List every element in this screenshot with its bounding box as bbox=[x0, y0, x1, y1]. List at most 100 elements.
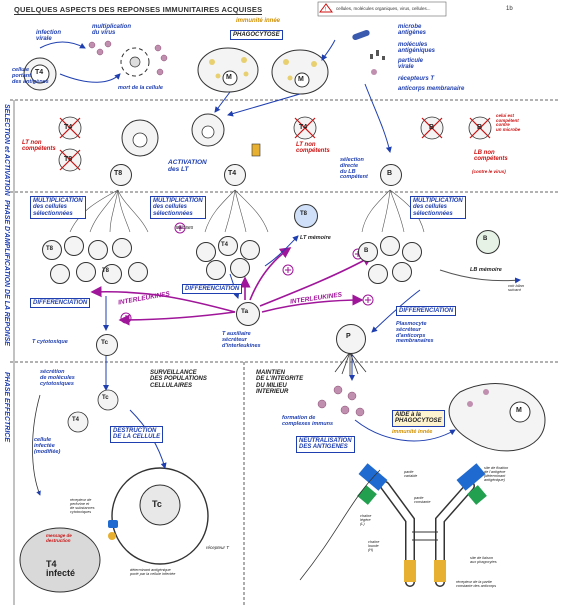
label-multiplication-right: MULTIPLICATION des cellules sélectionnée… bbox=[410, 196, 466, 219]
label-chaine-lourde: chaîne lourde (H) bbox=[368, 540, 380, 552]
label-multiplication-left: MULTIPLICATION des cellules sélectionnée… bbox=[30, 196, 86, 219]
label-infection: infection virale bbox=[36, 30, 61, 43]
cell-t8-selected-label: T8 bbox=[114, 170, 123, 177]
dying-cell bbox=[120, 47, 150, 77]
label-immunite-innee-2: immunité innée bbox=[392, 429, 433, 435]
cell-b-selected bbox=[380, 164, 402, 186]
label-aide: AIDE à la PHAGOCYTOSE bbox=[392, 410, 445, 427]
macrophage-right bbox=[271, 49, 329, 95]
t8-memoire-cell bbox=[294, 204, 318, 228]
cell-m-right: M bbox=[298, 76, 304, 83]
lt-non-competent-right bbox=[293, 116, 317, 140]
cell-t4-top: T4 bbox=[35, 69, 44, 76]
tc-small bbox=[97, 389, 119, 411]
cell-t4-selected bbox=[224, 164, 246, 186]
t8-cluster bbox=[40, 236, 160, 290]
arrow-apc-left bbox=[214, 91, 231, 113]
fan-left bbox=[69, 189, 149, 233]
lt-non-competent-left bbox=[58, 116, 82, 172]
arrow-to-phagocyte bbox=[321, 39, 336, 61]
arrow-infection bbox=[39, 41, 86, 49]
infected-cell-small bbox=[67, 411, 89, 433]
label-neutralisation: NEUTRALISATION DES ANTIGENES bbox=[296, 436, 355, 453]
label-secretion: sécrétion de molécules cytotoxiques bbox=[40, 369, 75, 387]
m-effect-label: M bbox=[516, 407, 522, 414]
label-phagocytose: PHAGOCYTOSE bbox=[230, 30, 283, 41]
t4-cluster-label: T4 bbox=[221, 242, 229, 248]
t8-cluster-label-2: T8 bbox=[102, 268, 110, 274]
cell-t8-nc-1: T8 bbox=[64, 156, 73, 163]
t4-cluster bbox=[196, 236, 276, 280]
label-site-liaison: site de liaison aux phagocytes bbox=[470, 556, 497, 564]
viral-particle bbox=[371, 69, 377, 75]
fan-mid bbox=[204, 189, 269, 233]
label-plasmocyte: Plasmocyte sécréteur d'anticorps membran… bbox=[396, 321, 434, 345]
arrow-to-lb bbox=[364, 83, 392, 153]
legend-code: 1b bbox=[506, 6, 513, 12]
virus-particles-top bbox=[88, 40, 168, 76]
cell-t8-selected bbox=[110, 164, 132, 186]
label-cellule-portant: cellule portant des antigènes bbox=[12, 67, 49, 85]
label-contre-virus: (contre le virus) bbox=[472, 169, 506, 174]
label-lb-non: LB non compétents bbox=[474, 150, 508, 163]
apc-cell-left bbox=[121, 119, 159, 157]
label-multiplication-virus: multiplication du virus bbox=[92, 24, 131, 37]
label-t-auxiliaire: T auxiliaire sécréteur d'interleukines bbox=[222, 331, 261, 349]
label-partie-constante: partie constante bbox=[414, 496, 431, 504]
label-recepteur-t: récepteur T bbox=[206, 545, 230, 550]
label-recepteurs: récepteurs T bbox=[398, 76, 435, 82]
interleukine-arrows bbox=[90, 247, 374, 326]
label-molecules: molécules antigéniques bbox=[398, 42, 436, 55]
membrane-curve bbox=[299, 469, 381, 581]
p-cell-label: P bbox=[346, 333, 351, 340]
label-site-fixation: site de fixation de l'antigène (détermin… bbox=[484, 466, 509, 482]
cell-b-selected-label: B bbox=[387, 170, 393, 177]
antibody-fan bbox=[334, 351, 367, 375]
arrow-to-macrophage bbox=[354, 419, 456, 442]
label-determinant: déterminant antigénique porté par la cel… bbox=[130, 568, 176, 576]
arrow-apc-right bbox=[227, 93, 301, 117]
infected-t4-large bbox=[19, 527, 101, 593]
legend-warning-icon: ! bbox=[319, 3, 333, 13]
section-effectrice-label: PHASE EFFECTRICE bbox=[3, 372, 10, 443]
b-cluster-label: B bbox=[364, 248, 369, 254]
label-selection-directe: sélection directe du LB compétent bbox=[340, 157, 368, 181]
macrophage-effect bbox=[448, 383, 546, 452]
legend-box bbox=[317, 1, 447, 17]
label-differenciation-right: DIFFERENCIATION bbox=[396, 306, 457, 317]
tc-small-label: Tc bbox=[102, 395, 109, 401]
label-microbe: microbe antigènes bbox=[398, 24, 427, 37]
label-formation: formation de complexes immuns bbox=[282, 415, 334, 427]
arrow-to-death bbox=[59, 73, 121, 83]
label-mitoses: mitoses bbox=[176, 225, 194, 231]
label-lb-memoire: LB mémoire bbox=[470, 267, 502, 273]
infected-cell-top bbox=[23, 57, 57, 91]
label-partie-variable: partie variable bbox=[404, 470, 418, 478]
label-message: message de destruction bbox=[46, 533, 72, 543]
label-immunite-innee: immunité innée bbox=[236, 18, 281, 24]
label-lt-non-left: LT non compétents bbox=[22, 140, 56, 153]
microbe-shape bbox=[352, 29, 370, 41]
label-t-cytotoxique: T cytotoxique bbox=[32, 339, 68, 345]
arrow-secretion bbox=[32, 394, 41, 496]
label-mort: mort de la cellule bbox=[118, 85, 163, 91]
cell-b-nc-1: B bbox=[429, 124, 435, 131]
label-chaine-legere: chaîne légère (L) bbox=[360, 514, 372, 526]
tc-cell bbox=[96, 334, 118, 356]
antigen-molecules bbox=[370, 50, 385, 60]
label-lt-non-right: LT non compétents bbox=[296, 142, 330, 155]
label-recepteur-partie: récepteur de la partie constante des ant… bbox=[456, 580, 497, 588]
section-selection-label: SELECTION et ACTIVATION bbox=[3, 104, 10, 196]
label-anticorps: anticorps membranaire bbox=[398, 86, 465, 92]
label-t4-infecte: T4 infecté bbox=[46, 559, 76, 579]
arrow-lb-memoire bbox=[439, 269, 521, 284]
b-memoire-cell bbox=[476, 230, 500, 254]
lb-non-competent bbox=[420, 116, 492, 140]
label-lb-competent-note: celui est compétent contre un microbe bbox=[496, 113, 521, 133]
label-surveillance: SURVEILLANCE DES POPULATIONS CELLULAIRES bbox=[150, 370, 207, 389]
page-title: QUELQUES ASPECTS DES REPONSES IMMUNITAIR… bbox=[14, 5, 263, 15]
antibody-structure bbox=[357, 463, 487, 587]
activation-marker bbox=[251, 143, 261, 157]
